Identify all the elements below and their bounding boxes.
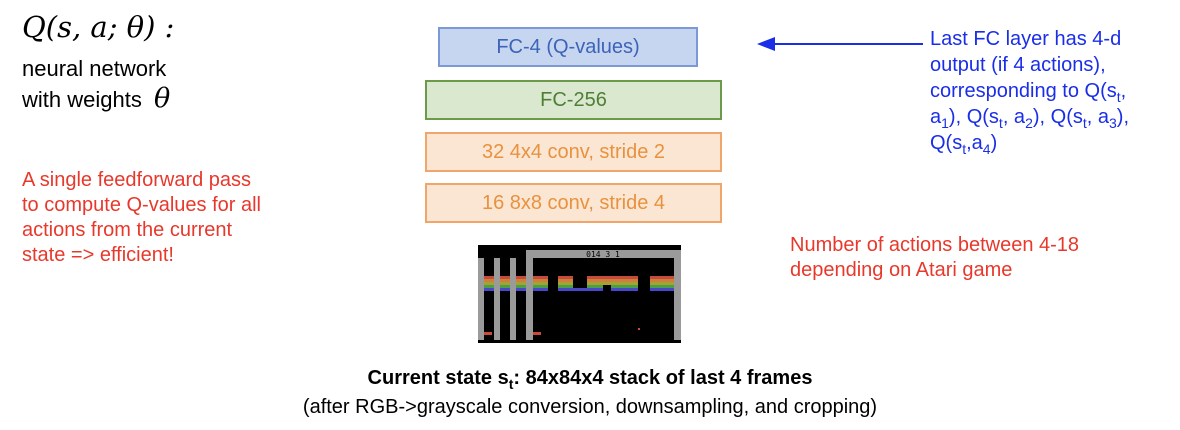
equation-line-2-text: with weights bbox=[22, 87, 142, 112]
right-note-text: a bbox=[930, 106, 942, 128]
right-note-red-line: Number of actions between 4-18 bbox=[790, 234, 1080, 256]
left-note-line: to compute Q-values for all bbox=[22, 194, 261, 216]
right-note-text: ), Q(s bbox=[1032, 106, 1083, 128]
right-note-text: ), bbox=[1116, 106, 1130, 128]
subscript: 3 bbox=[1109, 114, 1117, 131]
subscript: 4 bbox=[982, 140, 991, 157]
layer-fc4-qvalues: FC-4 (Q-values) bbox=[438, 27, 698, 67]
theta-symbol: θ bbox=[153, 83, 171, 114]
atari-score: 014 3 1 bbox=[586, 250, 620, 259]
right-note-red: Number of actions between 4-18 depending… bbox=[790, 233, 1079, 283]
right-note-line: corresponding to Q(st, bbox=[930, 78, 1129, 104]
left-note-line: actions from the current bbox=[22, 219, 233, 241]
right-note-text: ) bbox=[990, 132, 998, 154]
right-note-text: corresponding to Q(s bbox=[930, 80, 1117, 102]
atari-frame-stack: 014 3 1 bbox=[478, 245, 681, 343]
caption-subtitle: (after RGB->grayscale conversion, downsa… bbox=[302, 396, 878, 418]
right-note-text: ,a bbox=[966, 132, 983, 154]
right-note-line: Q(st,a4) bbox=[930, 130, 1129, 156]
subscript: t bbox=[1082, 114, 1087, 131]
arrow-to-fc4 bbox=[757, 37, 923, 51]
subscript: t bbox=[998, 114, 1003, 131]
equation-description: neural network with weights θ bbox=[22, 54, 170, 115]
right-note-line: Last FC layer has 4-d bbox=[930, 28, 1122, 50]
equation-line-2: with weights θ bbox=[22, 84, 170, 115]
right-note-text: , bbox=[1120, 80, 1127, 102]
right-note-line: output (if 4 actions), bbox=[930, 54, 1106, 76]
right-note-red-line: depending on Atari game bbox=[790, 259, 1013, 281]
right-note-text: Q(s bbox=[930, 132, 963, 154]
left-note-line: state => efficient! bbox=[22, 244, 174, 266]
atari-frame-front: 014 3 1 bbox=[526, 245, 681, 343]
subscript: 2 bbox=[1025, 114, 1033, 131]
right-note-blue: Last FC layer has 4-d output (if 4 actio… bbox=[930, 26, 1129, 156]
caption-title: Current state st: 84x84x4 stack of last … bbox=[0, 367, 1180, 392]
caption-title-suffix: : 84x84x4 stack of last 4 frames bbox=[513, 367, 813, 389]
layer-fc256: FC-256 bbox=[425, 80, 722, 120]
layer-conv-16: 16 8x8 conv, stride 4 bbox=[425, 183, 722, 223]
caption-title-text: Current state s bbox=[367, 367, 509, 389]
left-note-line: A single feedforward pass bbox=[22, 169, 252, 191]
caption-subscript: t bbox=[508, 375, 514, 392]
right-note-text: , a bbox=[1002, 106, 1026, 128]
right-note-text: , a bbox=[1086, 106, 1109, 128]
subscript: t bbox=[1116, 88, 1121, 105]
layer-conv-32: 32 4x4 conv, stride 2 bbox=[425, 132, 722, 172]
subscript: 1 bbox=[941, 114, 949, 131]
equation-line-1: neural network bbox=[22, 56, 167, 81]
right-note-line: a1), Q(st, a2), Q(st, a3), bbox=[930, 104, 1129, 130]
left-note: A single feedforward pass to compute Q-v… bbox=[22, 168, 261, 268]
subscript: t bbox=[962, 140, 967, 157]
right-note-text: ), Q(s bbox=[948, 106, 999, 128]
arrow-head bbox=[757, 37, 775, 51]
q-function-formula: Q(s, a; θ) : bbox=[22, 10, 175, 44]
